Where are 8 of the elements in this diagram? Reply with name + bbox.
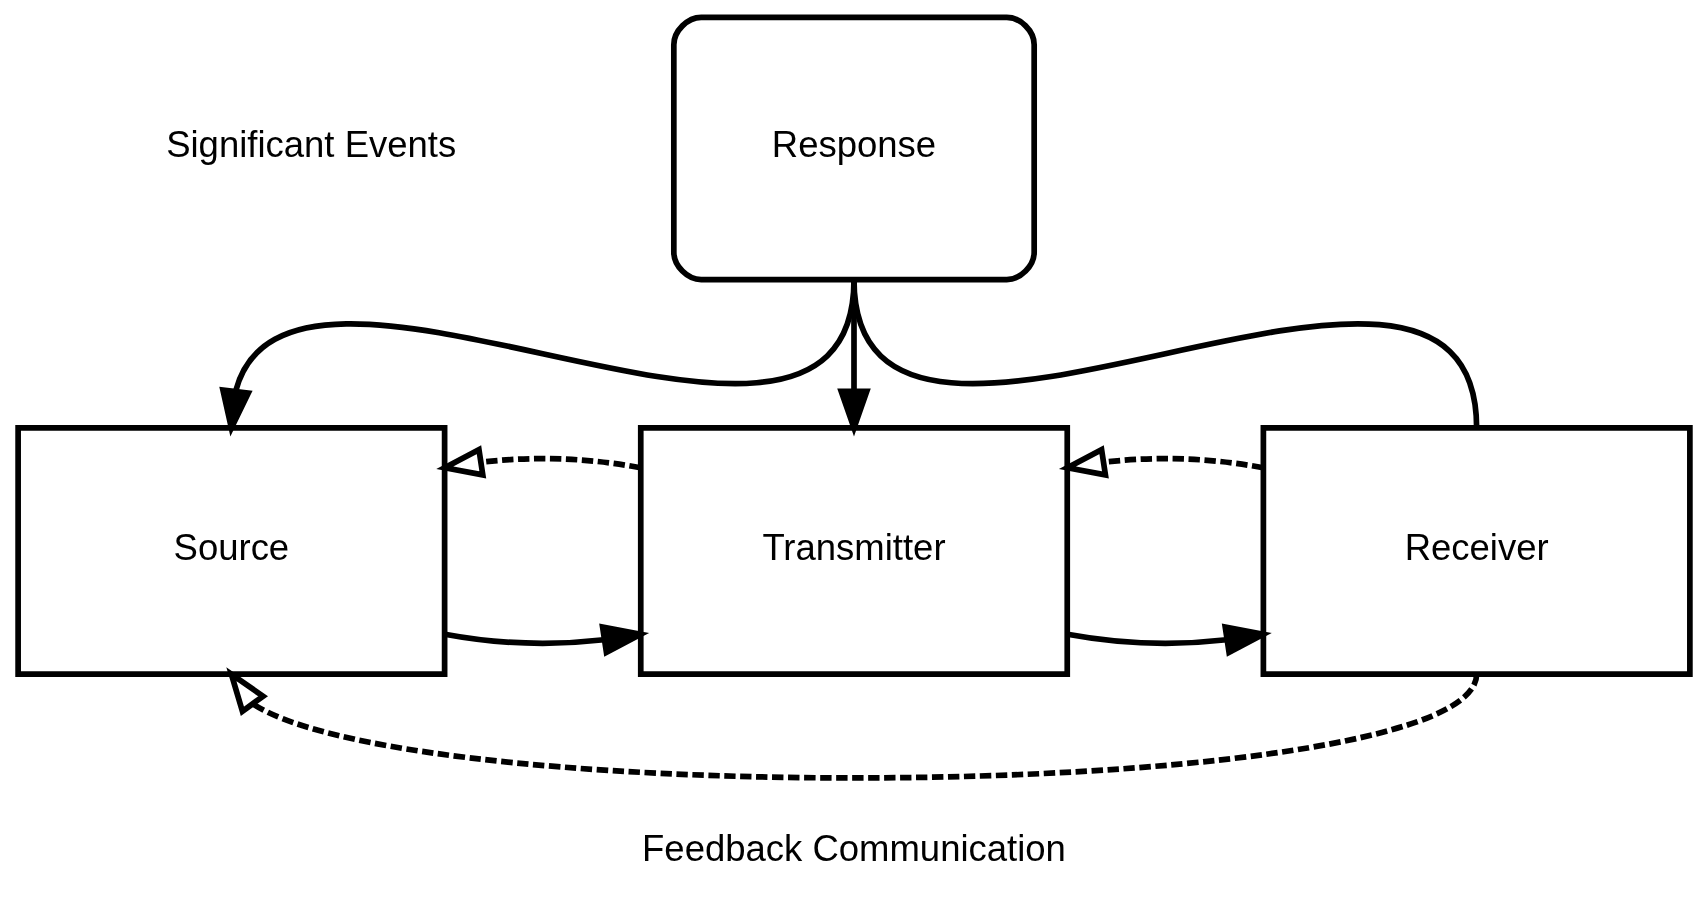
node-box: Receiver bbox=[1260, 424, 1693, 677]
arrow bbox=[1058, 445, 1264, 479]
node-box: Source bbox=[14, 424, 447, 677]
node-box: Transmitter bbox=[637, 424, 1070, 677]
arrow bbox=[435, 445, 641, 479]
label: Significant Events bbox=[165, 124, 456, 166]
label: Feedback Communication bbox=[641, 827, 1066, 869]
node-box: Response bbox=[670, 14, 1037, 283]
